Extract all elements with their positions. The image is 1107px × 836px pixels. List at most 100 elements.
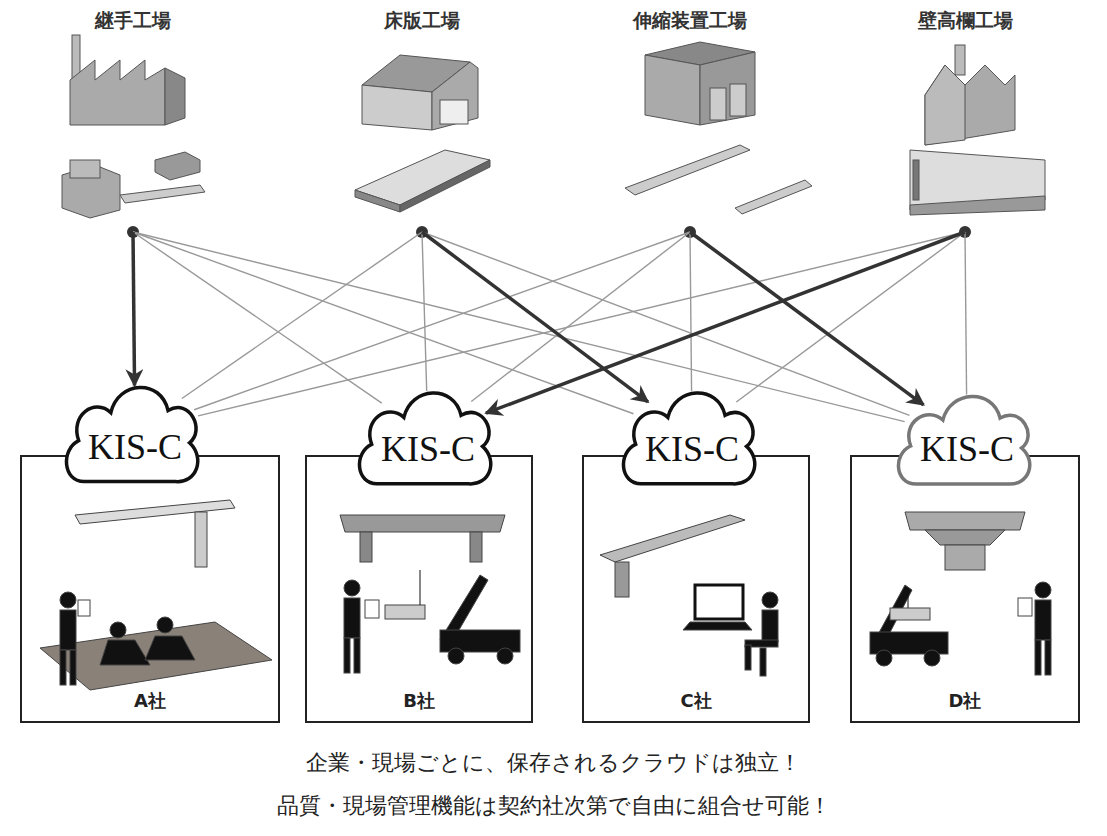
product-illustration xyxy=(120,185,205,203)
site-illustration xyxy=(683,622,752,630)
connection-line xyxy=(182,232,422,398)
data-flow-arrow xyxy=(486,232,965,413)
cloud-node: KIS-C xyxy=(891,384,1043,490)
connection-dot xyxy=(127,226,971,238)
site-illustration xyxy=(110,622,126,638)
company-box: B社KIS-C xyxy=(305,455,533,723)
factory-label: 壁高欄工場 xyxy=(865,8,1065,34)
cloud-label: KIS-C xyxy=(352,428,504,470)
factory-icon xyxy=(730,84,746,116)
site-illustration xyxy=(195,512,207,567)
connection-line xyxy=(422,232,909,415)
site-illustration xyxy=(924,650,940,666)
company-label: D社 xyxy=(852,689,1078,713)
site-illustration xyxy=(762,592,778,608)
site-illustration xyxy=(762,610,778,642)
company-box: A社KIS-C xyxy=(20,455,280,723)
factory-icon xyxy=(645,55,700,125)
factory-label: 継手工場 xyxy=(33,8,233,34)
connection-line xyxy=(736,232,965,402)
connection-line xyxy=(198,232,965,416)
site-illustration xyxy=(745,645,751,670)
cloud-label: KIS-C xyxy=(891,428,1043,470)
cloud-node: KIS-C xyxy=(59,374,211,488)
site-illustration xyxy=(760,648,766,676)
site-illustration xyxy=(60,650,66,685)
cloud-node: KIS-C xyxy=(352,380,504,490)
data-flow-arrow xyxy=(133,232,135,385)
factory-label: 床版工場 xyxy=(322,8,522,34)
factory-icon xyxy=(700,52,755,125)
factory-node: 継手工場 xyxy=(33,8,233,232)
site-illustration xyxy=(497,648,513,664)
site-illustration xyxy=(695,585,743,619)
site-illustration xyxy=(360,532,372,562)
cloud-node: KIS-C xyxy=(616,380,768,490)
product-illustration xyxy=(910,196,1045,215)
site-illustration xyxy=(448,648,464,664)
site-illustration xyxy=(890,608,930,620)
site-illustration xyxy=(876,650,892,666)
company-box: D社KIS-C xyxy=(850,455,1080,723)
connection-line xyxy=(133,232,905,422)
site-illustration xyxy=(365,600,379,618)
site-illustration xyxy=(70,650,76,685)
factory-node: 床版工場 xyxy=(322,8,522,232)
site-illustration xyxy=(470,532,482,562)
site-illustration xyxy=(925,530,1005,545)
site-illustration xyxy=(78,600,90,616)
company-label: C社 xyxy=(584,689,808,713)
site-illustration xyxy=(385,605,425,619)
site-illustration xyxy=(340,515,505,532)
factory-icon xyxy=(165,68,185,125)
product-illustration xyxy=(155,152,200,180)
site-illustration xyxy=(40,500,1051,690)
site-illustration xyxy=(1035,640,1041,675)
factory-node: 伸縮装置工場 xyxy=(590,8,790,232)
site-illustration xyxy=(157,617,173,633)
factory-label: 伸縮装置工場 xyxy=(590,8,790,34)
site-illustration xyxy=(615,562,629,597)
product-illustration xyxy=(913,160,919,200)
connection-line xyxy=(690,232,692,391)
site-illustration xyxy=(60,592,76,608)
company-label: B社 xyxy=(307,689,531,713)
factory-icon xyxy=(925,65,965,145)
site-illustration xyxy=(344,638,350,673)
factory-icon xyxy=(710,88,726,120)
caption-line: 企業・現場ごとに、保存されるクラウドは独立！ xyxy=(0,748,1107,778)
connection-line xyxy=(422,232,427,391)
product-illustration xyxy=(70,160,100,178)
company-label: A社 xyxy=(22,689,278,713)
connection-line xyxy=(194,232,690,410)
product-illustration xyxy=(735,180,812,214)
caption-line: 品質・現場管理機能は契約社次第で自由に組合せ可能！ xyxy=(0,791,1107,821)
product-illustration xyxy=(355,190,400,212)
data-flow-arrow xyxy=(690,232,923,405)
site-illustration xyxy=(60,610,76,650)
connection-line xyxy=(133,232,382,403)
site-illustration xyxy=(75,500,235,524)
site-illustration xyxy=(945,545,985,570)
cloud-label: KIS-C xyxy=(59,426,211,468)
factory-icon xyxy=(440,100,468,124)
factory-icon xyxy=(362,85,432,130)
product-illustration xyxy=(62,145,1045,218)
cloud-label: KIS-C xyxy=(616,428,768,470)
site-illustration xyxy=(1035,600,1051,640)
product-illustration xyxy=(625,145,750,195)
factory-node: 壁高欄工場 xyxy=(865,8,1065,232)
site-illustration xyxy=(1018,598,1032,616)
site-illustration xyxy=(354,638,360,673)
factory-icon xyxy=(70,35,1015,145)
site-illustration xyxy=(1045,640,1051,675)
site-illustration xyxy=(344,598,360,638)
factory-icon xyxy=(925,65,1015,145)
site-illustration xyxy=(344,580,360,596)
site-illustration xyxy=(908,588,909,610)
site-illustration xyxy=(905,512,1025,530)
site-illustration xyxy=(420,570,421,605)
connection-line xyxy=(965,232,967,395)
factory-icon xyxy=(70,60,165,125)
